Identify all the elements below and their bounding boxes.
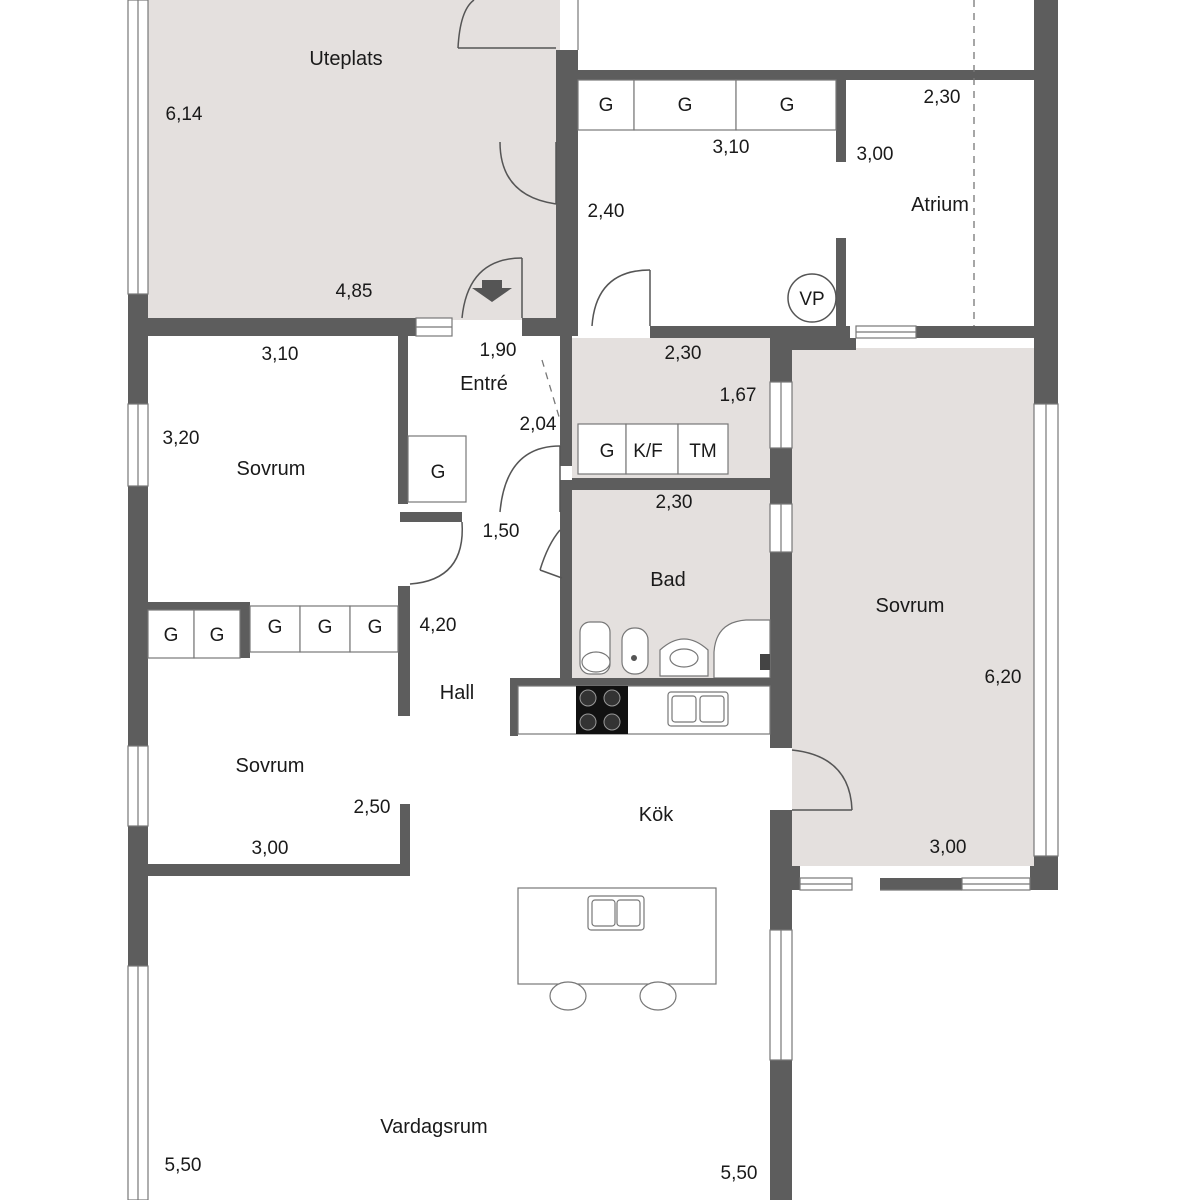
dim-uteplats-h: 6,14	[166, 104, 203, 125]
bath-fixtures	[579, 619, 771, 679]
uteplats-floor	[148, 0, 560, 320]
dim-corridor: 2,40	[588, 201, 625, 222]
dim-entre-w: 1,90	[480, 340, 517, 361]
kitchen-counter	[510, 678, 772, 736]
room-label-entre: Entré	[460, 373, 508, 395]
room-label-bad: Bad	[650, 569, 686, 591]
entrance-arrow-icon	[472, 280, 512, 302]
dim-vardag-left: 5,50	[165, 1155, 202, 1176]
kitchen-island	[517, 887, 717, 1011]
hall-closets	[147, 605, 399, 659]
room-label-vardagsrum: Vardagsrum	[380, 1116, 487, 1138]
dim-hall-w: 1,50	[483, 521, 520, 542]
room-label-kok: Kök	[639, 804, 674, 826]
room-label-sovrum-east: Sovrum	[876, 595, 945, 617]
dim-sovrum-w-h: 2,50	[354, 797, 391, 818]
dim-laundry-h: 1,67	[720, 385, 757, 406]
entre-closet	[407, 435, 467, 503]
dim-bad-w: 2,30	[656, 492, 693, 513]
room-label-hall: Hall	[440, 682, 474, 704]
dim-sovrum-w-w: 3,00	[252, 838, 289, 859]
room-label-atrium: Atrium	[911, 194, 969, 216]
room-label-uteplats: Uteplats	[309, 48, 382, 70]
closet-label: G	[318, 617, 333, 638]
closet-label: G	[599, 95, 614, 116]
sovrum-east-floor	[792, 348, 1036, 866]
vp-label: VP	[799, 289, 824, 310]
dim-sovrum-east-h: 6,20	[985, 667, 1022, 688]
dim-atrium-w: 2,30	[924, 87, 961, 108]
dryer-label: G	[600, 441, 615, 462]
closet-label: G	[368, 617, 383, 638]
dim-sovrum-east-w: 3,00	[930, 837, 967, 858]
closet-label: G	[678, 95, 693, 116]
doors	[409, 0, 853, 811]
room-label-sovrum-w: Sovrum	[236, 755, 305, 777]
windows	[127, 0, 1059, 1200]
closet-label: G	[210, 625, 225, 646]
dim-laundry-w: 2,30	[665, 343, 702, 364]
closet-label: G	[431, 462, 446, 483]
storage-closets	[577, 79, 837, 131]
dim-sovrum-nw-h: 3,20	[163, 428, 200, 449]
tumble-dryer-label: TM	[689, 441, 716, 462]
closet-label: G	[164, 625, 179, 646]
dim-closets-w: 3,10	[713, 137, 750, 158]
dim-hall-h: 4,20	[420, 615, 457, 636]
closet-label: G	[268, 617, 283, 638]
dim-entre-h: 2,04	[520, 414, 557, 435]
heat-pump-icon	[787, 273, 837, 323]
dim-atrium-h: 3,00	[857, 144, 894, 165]
dim-vardag-right: 5,50	[721, 1163, 758, 1184]
dim-sovrum-nw-w: 3,10	[262, 344, 299, 365]
washer-label: K/F	[633, 441, 663, 462]
laundry-appliances	[577, 423, 729, 475]
dim-uteplats-w: 4,85	[336, 281, 373, 302]
room-label-sovrum-nw: Sovrum	[237, 458, 306, 480]
closet-label: G	[780, 95, 795, 116]
